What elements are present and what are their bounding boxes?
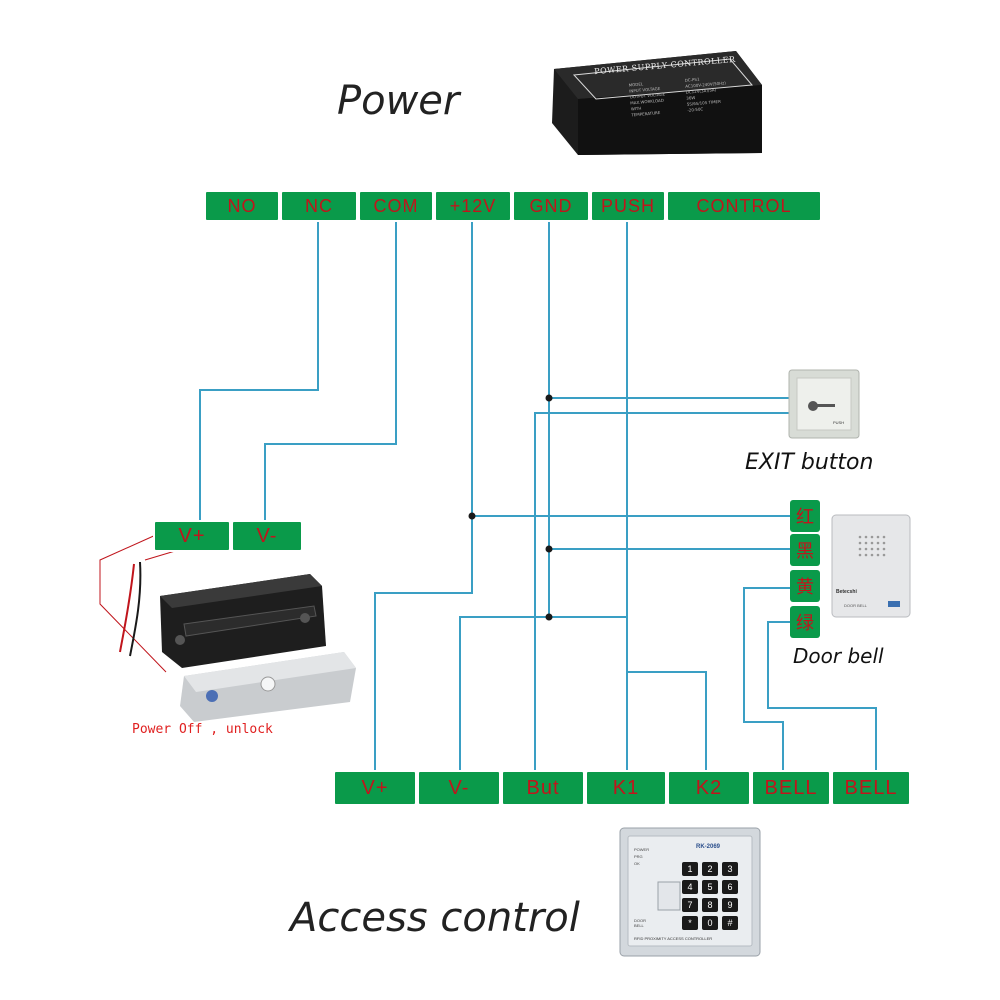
key-7: 7 bbox=[687, 900, 693, 910]
lock-terminal-vminus: V- bbox=[231, 520, 303, 552]
door-bell-label: Door bell bbox=[793, 644, 884, 668]
controller-terminal-k1: K1 bbox=[585, 770, 667, 806]
bell-terminal-black: 黑 bbox=[790, 534, 820, 566]
key-3: 3 bbox=[727, 864, 733, 874]
terminal-push: PUSH bbox=[590, 190, 666, 222]
exit-button-device: PUSH bbox=[787, 368, 861, 440]
key-star: * bbox=[688, 918, 692, 928]
doorbell-device: Betecshi DOOR BELL bbox=[830, 513, 912, 619]
wire-bell-yellow bbox=[743, 587, 790, 772]
junction-12v-bell bbox=[468, 512, 476, 520]
keypad-model: RK-2069 bbox=[696, 844, 721, 850]
terminal-nc: NC bbox=[280, 190, 358, 222]
controller-terminal-vminus: V- bbox=[417, 770, 501, 806]
key-4: 4 bbox=[687, 882, 693, 892]
exit-button-label: EXIT button bbox=[745, 450, 874, 475]
wire-push-to-k2 bbox=[626, 222, 707, 772]
key-icon bbox=[808, 401, 818, 411]
controller-terminal-k2: K2 bbox=[667, 770, 751, 806]
junction-gnd-bell bbox=[545, 545, 553, 553]
junction-gnd-lower bbox=[545, 613, 553, 621]
terminal-gnd: GND bbox=[512, 190, 590, 222]
wire-com-to-lock-vminus bbox=[264, 222, 397, 520]
access-control-keypad: RK-2069 POWER PRG OK 1 2 3 4 5 6 7 8 9 *… bbox=[618, 826, 762, 958]
power-supply-spec-names: MODEL INPUT VOLTAGE OUTPUT VOLTAGE MAX.W… bbox=[628, 81, 666, 118]
key-5: 5 bbox=[707, 882, 713, 892]
power-supply-spec-values: DC-PS1 AC100V-240V(50Hz) DC12V(3A)(5A) 3… bbox=[684, 76, 727, 113]
lock-terminal-vplus: V+ bbox=[153, 520, 231, 552]
keypad-door-bell-text: DOOR BELL bbox=[634, 918, 646, 928]
key-0: 0 bbox=[707, 918, 713, 928]
wire-nc-to-lock-vplus bbox=[199, 222, 319, 520]
wire-bell-green bbox=[767, 621, 877, 772]
keypad-indicators: POWER PRG OK bbox=[634, 847, 650, 866]
key-6: 6 bbox=[727, 882, 733, 892]
terminal-no: NO bbox=[204, 190, 280, 222]
terminal-com: COM bbox=[358, 190, 434, 222]
key-2: 2 bbox=[707, 864, 713, 874]
power-title: Power bbox=[337, 78, 460, 124]
bell-terminal-green: 绿 bbox=[790, 606, 820, 638]
keypad-bottom-text: RFID PROXIMITY ACCESS CONTROLLER bbox=[634, 936, 713, 941]
key-8: 8 bbox=[707, 900, 713, 910]
doorbell-name: DOOR BELL bbox=[844, 603, 867, 608]
keypad-key-labels: 1 2 3 4 5 6 7 8 9 * 0 # bbox=[682, 862, 738, 930]
bell-terminal-yellow: 黄 bbox=[790, 570, 820, 602]
wire-exit-to-but bbox=[534, 412, 790, 772]
controller-terminal-but: But bbox=[501, 770, 585, 806]
magnetic-lock-device: Power Off , unlock bbox=[100, 556, 370, 737]
key-9: 9 bbox=[727, 900, 733, 910]
key-hash: # bbox=[727, 918, 733, 928]
terminal-12v: +12V bbox=[434, 190, 512, 222]
wire-gnd-to-k2-area bbox=[549, 616, 628, 772]
wire-gnd bbox=[459, 222, 550, 772]
controller-terminal-vplus: V+ bbox=[333, 770, 417, 806]
terminal-control: CONTROL bbox=[666, 190, 822, 222]
wire-12v-to-controller-vplus bbox=[374, 222, 473, 772]
controller-terminal-bell-2: BELL bbox=[831, 770, 911, 806]
key-1: 1 bbox=[687, 864, 693, 874]
doorbell-brand: Betecshi bbox=[836, 589, 857, 595]
power-supply-controller: POWER SUPPLY CONTROLLER MODEL INPUT VOLT… bbox=[548, 45, 766, 157]
controller-terminal-bell-1: BELL bbox=[751, 770, 831, 806]
keypad-keys bbox=[682, 862, 738, 930]
junction-gnd-exit bbox=[545, 394, 553, 402]
power-off-unlock-note: Power Off , unlock bbox=[132, 722, 273, 737]
exit-button-push-label: PUSH bbox=[833, 420, 845, 425]
bell-terminal-red: 红 bbox=[790, 500, 820, 532]
access-control-title: Access control bbox=[290, 895, 580, 941]
